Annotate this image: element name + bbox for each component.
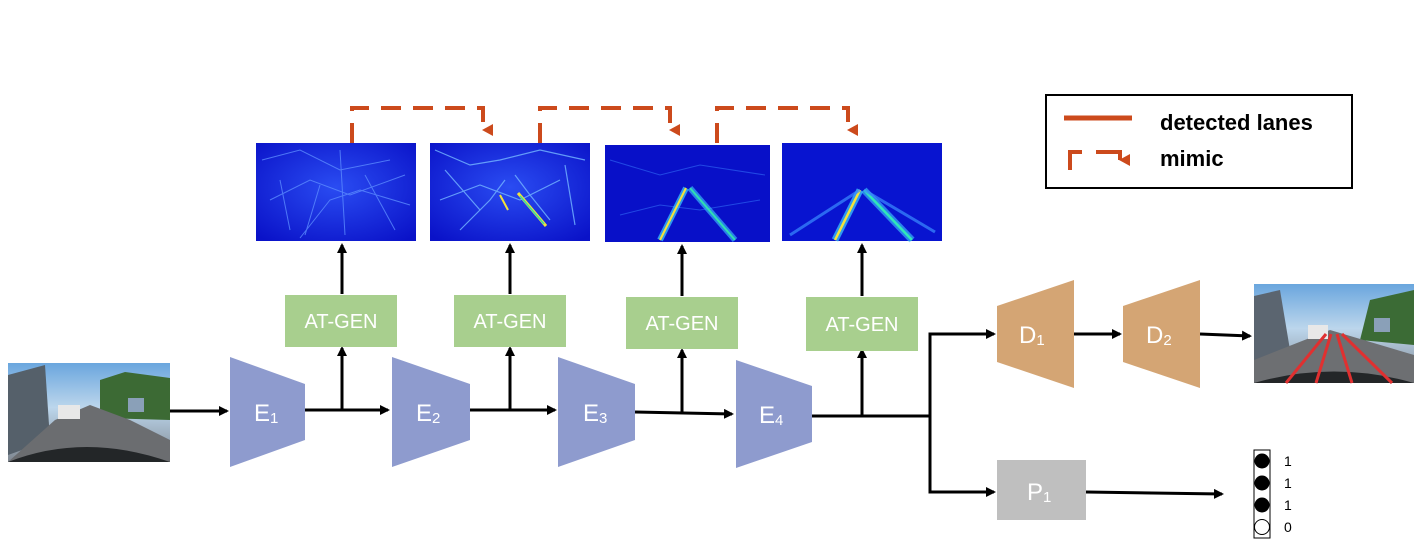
svg-text:D2: D2 bbox=[1146, 322, 1172, 349]
legend: detected lanes mimic bbox=[1045, 94, 1353, 189]
svg-text:AT-GEN: AT-GEN bbox=[305, 311, 378, 333]
atgen-block-1: AT-GEN bbox=[285, 295, 397, 347]
lane-existence-dot-1 bbox=[1254, 453, 1270, 469]
connectors bbox=[170, 243, 1252, 499]
atgen-block-4: AT-GEN bbox=[806, 297, 918, 351]
atgen-block-2: AT-GEN bbox=[454, 295, 566, 347]
legend-box bbox=[1045, 94, 1353, 189]
attention-map-4 bbox=[782, 143, 942, 243]
output-road-image bbox=[1254, 284, 1414, 385]
lane-existence-dot-2 bbox=[1254, 475, 1270, 491]
svg-text:E1: E1 bbox=[254, 400, 278, 427]
mimic-arrow-1 bbox=[350, 106, 493, 143]
svg-text:E3: E3 bbox=[583, 400, 607, 427]
encoder-e3: E3 bbox=[558, 357, 635, 467]
svg-text:AT-GEN: AT-GEN bbox=[826, 314, 899, 336]
atgen-block-3: AT-GEN bbox=[626, 297, 738, 349]
mimic-arrow-2 bbox=[538, 106, 680, 143]
lane-existence-dot-4 bbox=[1254, 519, 1270, 535]
input-road-image bbox=[8, 363, 170, 462]
encoder-e2: E2 bbox=[392, 357, 470, 467]
lane-existence-vector: 1 1 1 0 bbox=[1253, 449, 1292, 539]
mimic-arrows bbox=[350, 106, 858, 143]
encoder-e4: E4 bbox=[736, 360, 812, 468]
decoder-d1: D1 bbox=[997, 280, 1074, 388]
svg-text:D1: D1 bbox=[1019, 322, 1045, 349]
predictor-p1: P1 bbox=[997, 460, 1086, 520]
mimic-arrow-3 bbox=[715, 106, 858, 143]
legend-mimic: mimic bbox=[1160, 146, 1224, 171]
detected-lane-lines bbox=[1284, 332, 1394, 385]
lane-existence-value-1: 1 bbox=[1284, 453, 1292, 469]
lane-existence-value-4: 0 bbox=[1284, 519, 1292, 535]
attention-map-3 bbox=[605, 145, 770, 242]
svg-text:E2: E2 bbox=[416, 400, 440, 427]
svg-text:E4: E4 bbox=[759, 402, 783, 429]
attention-map-2 bbox=[430, 143, 590, 241]
lane-existence-dot-3 bbox=[1254, 497, 1270, 513]
lane-existence-value-2: 1 bbox=[1284, 475, 1292, 491]
legend-detected-lanes: detected lanes bbox=[1160, 110, 1313, 135]
decoder-d2: D2 bbox=[1123, 280, 1200, 388]
svg-text:AT-GEN: AT-GEN bbox=[474, 311, 547, 333]
attention-map-1 bbox=[256, 143, 416, 241]
svg-text:P1: P1 bbox=[1027, 479, 1051, 506]
lane-existence-value-3: 1 bbox=[1284, 497, 1292, 513]
encoder-e1: E1 bbox=[230, 357, 305, 467]
svg-text:AT-GEN: AT-GEN bbox=[646, 313, 719, 335]
mimic-swatch bbox=[1068, 152, 1120, 170]
